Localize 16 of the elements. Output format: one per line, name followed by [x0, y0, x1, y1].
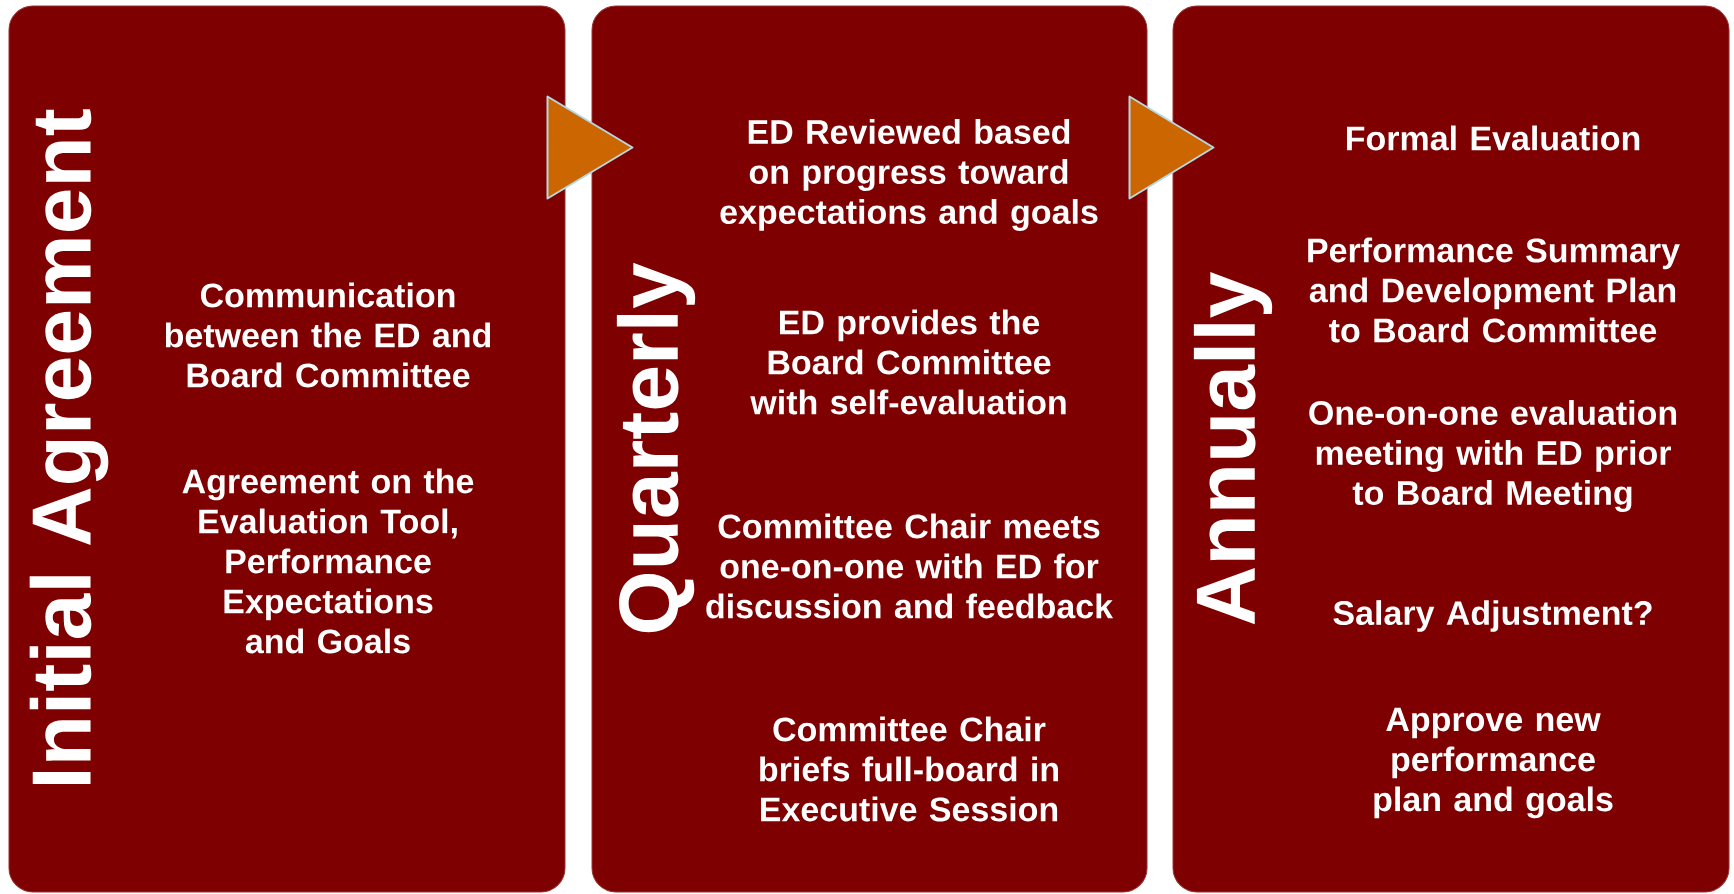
step-text: Performance Summary and Development Plan to Board Committee: [1308, 237, 1680, 343]
step-text: Salary Adjustment?: [1333, 600, 1652, 632]
arrow: [546, 95, 634, 200]
step-text: ED provides the Board Committee with self-evaluation: [750, 309, 1066, 415]
arrow: [1128, 95, 1215, 200]
step-text: Committee Chair briefs full-board in Executive Session: [760, 716, 1058, 822]
step-text: Formal Evaluation: [1347, 125, 1640, 151]
vertical-heading: Quarterly: [616, 262, 696, 633]
vertical-heading: Annually: [1193, 272, 1273, 625]
step-text: Committee Chair meets one-on-one with ED for discussion and feedback: [706, 513, 1114, 619]
vertical-heading: Initial Agreement: [29, 109, 109, 785]
step-text: One-on-one evaluation meeting with ED prior to Board Meeting: [1309, 400, 1677, 512]
step-text: Communication between the ED and Board Committee: [165, 282, 491, 388]
step-text: ED Reviewed based on progress toward expectations and goals: [720, 119, 1098, 231]
step-text: Approve new performance plan and goals: [1374, 707, 1613, 819]
step-text: Agreement on the Evaluation Tool, Performance Expectations and Goals: [182, 468, 474, 654]
